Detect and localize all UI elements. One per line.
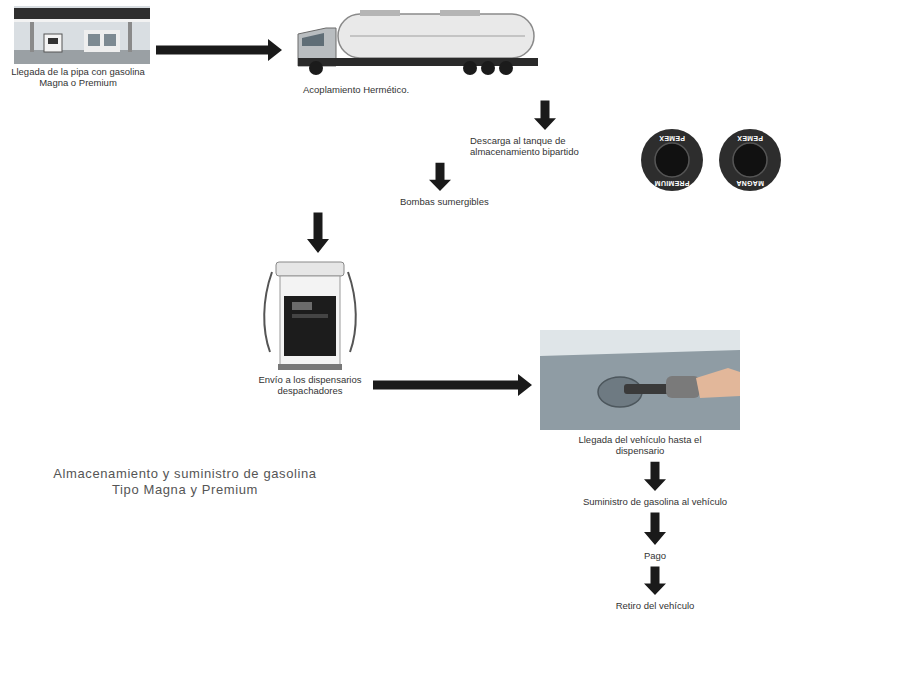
step-text: Bombas sumergibles — [400, 196, 490, 207]
flow-arrow — [429, 163, 451, 191]
logo-text: PREMIUM — [654, 180, 689, 187]
flow-arrow — [644, 512, 666, 545]
diagram-caption: Almacenamiento y suministro de gasolina … — [40, 466, 330, 499]
step-label: Suministro de gasolina al vehículo — [545, 494, 765, 509]
flow-arrow — [156, 39, 282, 61]
dispenser-picture — [264, 262, 356, 370]
step-text: Retiro del vehículo — [595, 600, 715, 611]
step-text: Descarga al tanque de almacenamiento bip… — [470, 135, 625, 158]
pemex-magna-circle — [719, 129, 781, 191]
flow-arrow — [373, 374, 532, 396]
gas-station-picture — [14, 6, 150, 64]
step-text: Llegada del vehículo hasta el dispensari… — [575, 434, 705, 457]
logo-text: PEMEX — [659, 135, 685, 142]
step-text: Acoplamiento Hermético. — [303, 84, 443, 95]
flow-arrow — [307, 212, 329, 253]
step-label: Descarga al tanque de almacenamiento bip… — [430, 133, 630, 160]
step-caption: Llegada del vehículo hasta el dispensari… — [535, 328, 745, 459]
tanker-truck-picture — [298, 10, 538, 75]
step-text: Llegada de la pipa con gasolina Magna o … — [3, 66, 153, 89]
step-caption: Envío a los dispensarios despachadores — [250, 256, 370, 399]
pemex-premium-circle — [641, 129, 703, 191]
step-text: Suministro de gasolina al vehículo — [545, 496, 765, 507]
step-caption: Acoplamiento Hermético. — [285, 4, 555, 97]
step-label: Retiro del vehículo — [595, 598, 715, 613]
step-label: Bombas sumergibles — [305, 194, 490, 209]
logo-text: PEMEX — [737, 135, 763, 142]
logo-text: MAGNA — [736, 180, 764, 187]
fueling-car-picture — [540, 330, 740, 430]
step-label: Pago — [630, 548, 680, 563]
flow-arrow — [534, 100, 556, 130]
flow-arrow — [644, 566, 666, 595]
flow-arrow — [644, 462, 666, 491]
step-text: Pago — [630, 550, 680, 561]
step-caption: Llegada de la pipa con gasolina Magna o … — [3, 4, 153, 91]
step-text: Envío a los dispensarios despachadores — [250, 374, 370, 397]
